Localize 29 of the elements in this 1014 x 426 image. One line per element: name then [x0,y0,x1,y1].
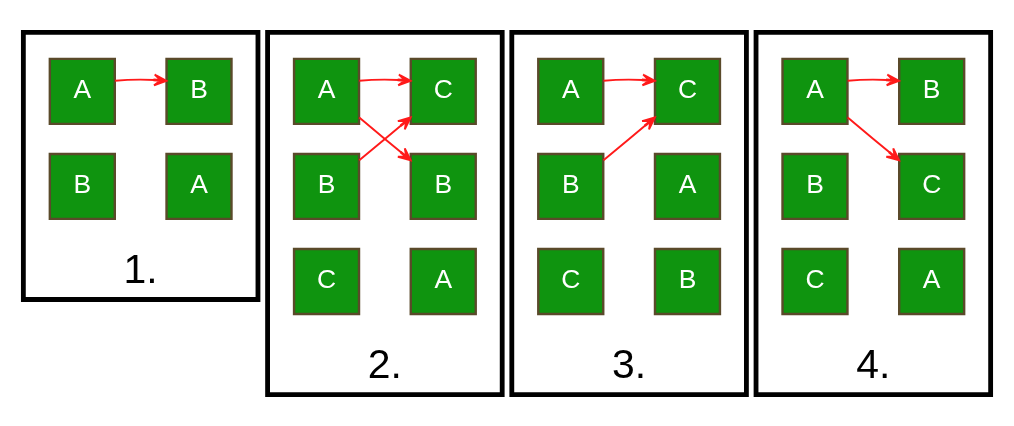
node-box: C [653,57,722,125]
node-box: C [409,57,477,125]
node-box: B [48,152,116,220]
arrow [846,73,900,86]
node-box: A [292,57,361,125]
node-box: B [409,152,477,220]
node-box: A [781,57,849,125]
arrow [602,116,656,161]
node-box: B [781,152,849,220]
node-box: A [165,152,233,220]
node-box: A [653,152,722,220]
arrow [602,73,656,86]
arrow [846,116,900,161]
node-box: A [409,247,477,315]
node-box: A [48,57,116,125]
arrow [114,73,168,86]
node-box: B [537,152,605,220]
node-box: A [537,57,605,125]
node-box: B [898,57,966,125]
node-box: B [653,247,722,315]
node-box: B [292,152,361,220]
node-box: C [781,247,849,315]
arrow [358,116,412,161]
node-box: C [292,247,361,315]
node-box: C [898,152,966,220]
arrow [358,73,412,86]
node-box: B [165,57,233,125]
node-box: C [537,247,605,315]
node-box: A [898,247,966,315]
